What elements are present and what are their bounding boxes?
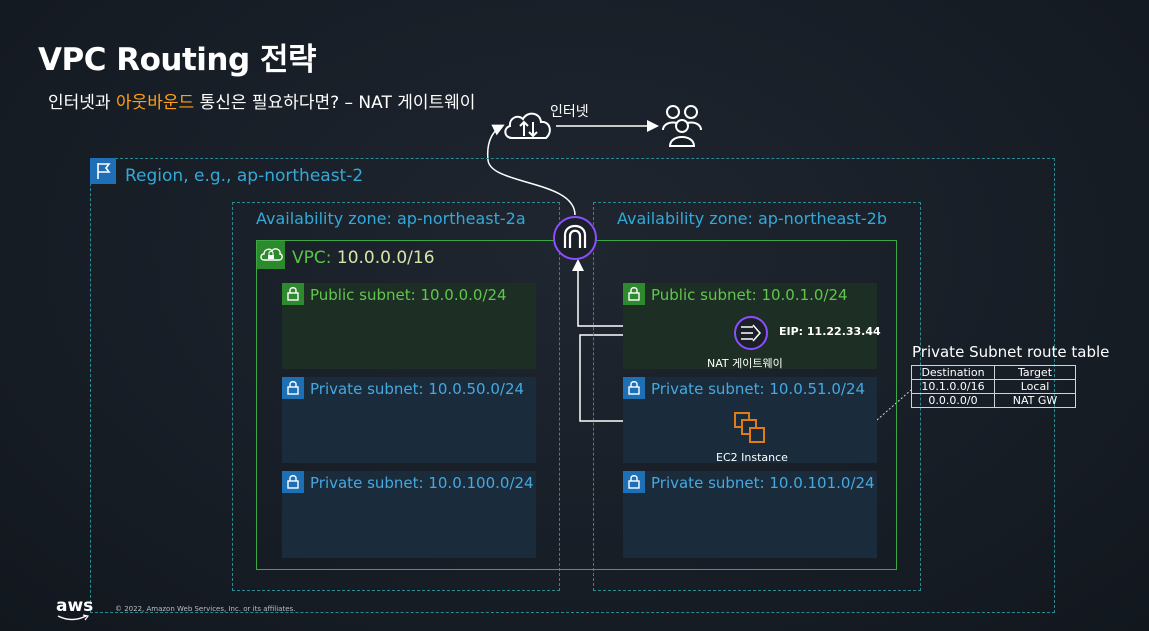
route-table-title: Private Subnet route table (912, 343, 1110, 361)
page-title: VPC Routing 전략 (38, 42, 317, 78)
aws-smile-icon (57, 614, 90, 621)
aws-logo: aws (56, 596, 94, 616)
subnet-a-private-1-label: Private subnet: 10.0.50.0/24 (310, 380, 525, 398)
internet-label: 인터넷 (550, 104, 589, 120)
users-icon (662, 105, 702, 147)
subnet-a-public: Public subnet: 10.0.0.0/24 (282, 283, 536, 369)
vpc-prefix: VPC: (292, 248, 337, 268)
route-target: NAT GW (994, 393, 1076, 408)
lock-icon (282, 471, 304, 493)
lock-icon (623, 377, 645, 399)
route-destination: 0.0.0.0/0 (911, 393, 995, 408)
nat-gateway-icon (734, 316, 768, 350)
lock-icon (623, 471, 645, 493)
nat-label: NAT 게이트웨이 (707, 357, 783, 370)
table-row: 10.1.0.0/16 Local (911, 379, 1076, 394)
subnet-a-private-1: Private subnet: 10.0.50.0/24 (282, 377, 536, 463)
route-table-connector (876, 389, 912, 421)
lock-icon (282, 283, 304, 305)
route-table: Destination Target 10.1.0.0/16 Local 0.0… (911, 365, 1076, 408)
route-destination: 10.1.0.0/16 (911, 379, 995, 394)
subtitle-part-2: 통신은 필요하다면? – NAT 게이트웨이 (194, 93, 476, 113)
igw-to-internet-arrow (486, 124, 576, 216)
subtitle-part-1: 인터넷과 (48, 93, 116, 113)
copyright-text: © 2022, Amazon Web Services, Inc. or its… (115, 605, 296, 613)
subnet-b-private-2: Private subnet: 10.0.101.0/24 (623, 471, 877, 558)
region-label: Region, e.g., ap-northeast-2 (125, 166, 364, 186)
subnet-b-public-label: Public subnet: 10.0.1.0/24 (651, 286, 848, 304)
flag-icon (90, 158, 116, 184)
cloud-upload-icon (504, 112, 551, 139)
route-table-header-target: Target (994, 365, 1076, 380)
az-a-label: Availability zone: ap-northeast-2a (256, 209, 526, 228)
subtitle-accent: 아웃바운드 (115, 93, 195, 113)
subnet-a-public-label: Public subnet: 10.0.0.0/24 (310, 286, 507, 304)
route-table-header: Destination Target (911, 365, 1076, 380)
vpc-label: VPC: 10.0.0.0/16 (292, 248, 435, 268)
subnet-b-private-2-label: Private subnet: 10.0.101.0/24 (651, 474, 875, 492)
subnet-b-private-1-label: Private subnet: 10.0.51.0/24 (651, 380, 866, 398)
table-row: 0.0.0.0/0 NAT GW (911, 393, 1076, 408)
nat-eip: EIP: 11.22.33.44 (779, 325, 881, 338)
availability-zone-a (232, 202, 560, 591)
ec2-instance-icon (734, 412, 765, 443)
subtitle: 인터넷과 아웃바운드 통신은 필요하다면? – NAT 게이트웨이 (48, 88, 475, 113)
internet-gateway-icon (553, 216, 597, 260)
route-target: Local (994, 379, 1076, 394)
cloud-lock-icon (257, 241, 285, 269)
vpc-cidr: 10.0.0.0/16 (336, 248, 435, 268)
az-b-label: Availability zone: ap-northeast-2b (617, 209, 887, 228)
subnet-a-private-2: Private subnet: 10.0.100.0/24 (282, 471, 536, 558)
lock-icon (623, 283, 645, 305)
ec2-label: EC2 Instance (716, 451, 788, 464)
route-table-header-destination: Destination (911, 365, 995, 380)
subnet-a-private-2-label: Private subnet: 10.0.100.0/24 (310, 474, 534, 492)
lock-icon (282, 377, 304, 399)
